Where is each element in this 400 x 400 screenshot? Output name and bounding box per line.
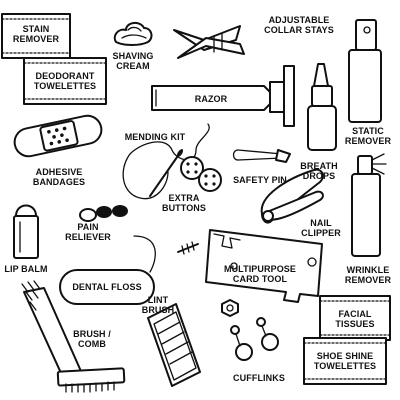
label-stain-remover: STAIN REMOVER bbox=[12, 24, 60, 44]
safety-pin bbox=[232, 149, 291, 163]
lint-brush bbox=[147, 303, 201, 387]
shoe-shine-towelettes-packet bbox=[303, 337, 387, 385]
mending-kit bbox=[122, 123, 210, 200]
nut bbox=[221, 299, 239, 317]
label-wrinkle-remover: WRINKLE REMOVER bbox=[344, 265, 392, 285]
label-razor: RAZOR bbox=[194, 94, 228, 104]
label-facial-tissues: FACIAL TISSUES bbox=[335, 309, 375, 329]
extra-buttons bbox=[180, 156, 222, 192]
label-breath-drops: BREATH DROPS bbox=[300, 161, 338, 181]
label-shoe-shine-towelettes: SHOE SHINE TOWELETTES bbox=[313, 351, 377, 371]
brush-comb bbox=[21, 280, 126, 393]
label-lint-brush: LINT BRUSH bbox=[141, 295, 175, 315]
label-static-remover: STATIC REMOVER bbox=[344, 126, 392, 146]
stain-remover-packet bbox=[1, 13, 71, 59]
static-remover-spray bbox=[348, 19, 382, 123]
label-pain-reliever: PAIN RELIEVER bbox=[65, 222, 111, 242]
pain-reliever-pills bbox=[79, 205, 128, 222]
label-adhesive-bandages: ADHESIVE BANDAGES bbox=[32, 167, 86, 187]
label-brush-comb: BRUSH / COMB bbox=[73, 329, 111, 349]
dental-floss bbox=[59, 235, 156, 305]
nail-clipper bbox=[260, 168, 324, 224]
multipurpose-card-tool bbox=[205, 229, 323, 303]
label-dental-floss: DENTAL FLOSS bbox=[72, 282, 142, 292]
label-mending-kit: MENDING KIT bbox=[124, 132, 186, 142]
label-cufflinks: CUFFLINKS bbox=[233, 373, 285, 383]
label-multipurpose-card-tool: MULTIPURPOSE CARD TOOL bbox=[223, 264, 297, 284]
label-lip-balm: LIP BALM bbox=[4, 264, 48, 274]
deodorant-towelettes-packet bbox=[23, 57, 107, 105]
lip-balm bbox=[13, 204, 39, 259]
breath-drops-bottle bbox=[307, 63, 337, 151]
label-deodorant-towelettes: DEODORANT TOWELETTES bbox=[33, 71, 97, 91]
adhesive-bandage bbox=[13, 114, 103, 158]
razor bbox=[151, 65, 295, 127]
label-shaving-cream: SHAVING CREAM bbox=[112, 51, 154, 71]
label-adjustable-collar-stays: ADJUSTABLE COLLAR STAYS bbox=[264, 15, 334, 35]
label-safety-pin: SAFETY PIN bbox=[233, 175, 287, 185]
collar-stays bbox=[173, 25, 245, 59]
wrinkle-remover-spray bbox=[351, 153, 387, 257]
label-nail-clipper: NAIL CLIPPER bbox=[301, 218, 341, 238]
cufflinks bbox=[230, 317, 279, 361]
facial-tissues-packet bbox=[319, 295, 391, 341]
label-extra-buttons: EXTRA BUTTONS bbox=[161, 193, 207, 213]
shaving-cream-swirl bbox=[113, 22, 153, 46]
screw bbox=[177, 241, 199, 255]
